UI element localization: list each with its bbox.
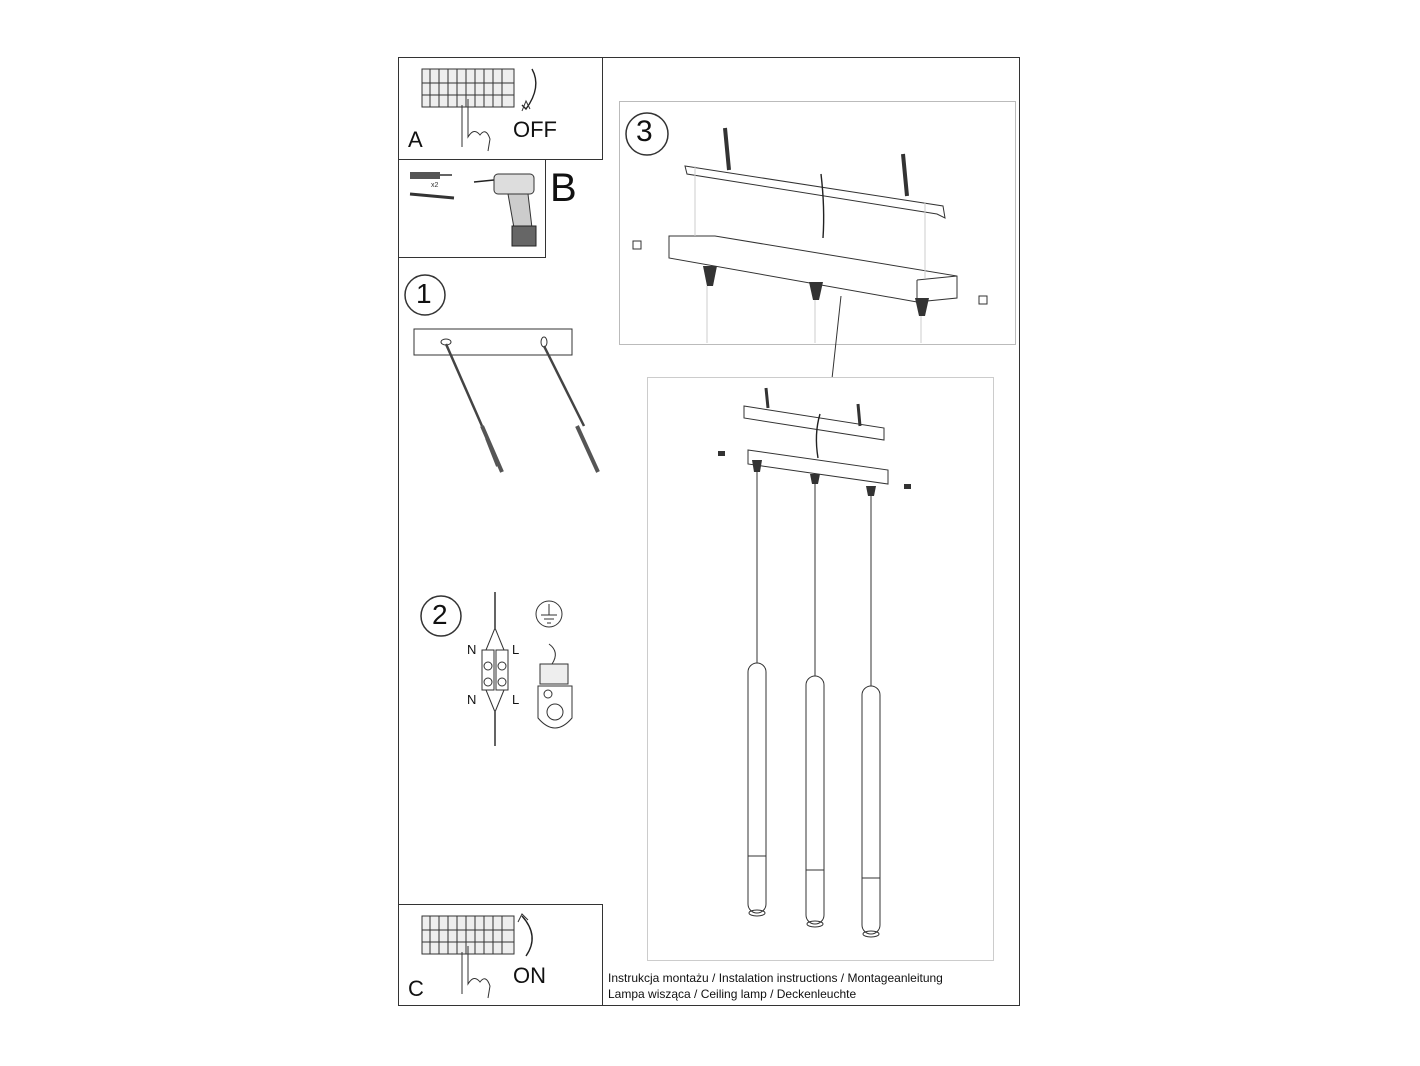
panel-a-off-label: OFF [513, 117, 557, 142]
panel-c-letter: C [408, 976, 424, 1001]
step-2-number: 2 [432, 599, 448, 630]
instruction-sheet [398, 57, 1020, 1006]
ceiling-canopy-exploded-diagram [632, 127, 988, 389]
step-3-number: 3 [636, 115, 653, 148]
panel-b-letter: B [550, 166, 577, 210]
wire-label-n-top: N [467, 642, 477, 657]
breaker-box-off-icon [421, 68, 537, 152]
step-1-number: 1 [416, 278, 432, 309]
step-1-bracket-drilling-diagram [413, 328, 600, 473]
assembled-pendant-lamp-diagram [718, 387, 911, 938]
footer-product-type: Lampa wisząca / Ceiling lamp / Deckenleu… [608, 987, 857, 1001]
step-3-ceiling-mount-panel [619, 101, 1016, 345]
panel-a-letter: A [408, 127, 423, 152]
terminal-block-wiring-diagram [481, 592, 509, 746]
wall-plug-screw-icon [409, 172, 455, 200]
step-3-circle-icon [625, 112, 669, 156]
wall-plug-count: x2 [431, 182, 439, 189]
footer-instructions-title: Instrukcja montażu / Instalation instruc… [608, 971, 943, 985]
step-1-circle-icon [404, 274, 446, 316]
panel-c-on-label: ON [513, 963, 546, 988]
breaker-box-on-icon [421, 913, 533, 999]
ground-earth-icon [535, 600, 573, 729]
wire-label-l-top: L [512, 642, 520, 657]
step-2-circle-icon [420, 595, 462, 637]
drill-icon [473, 173, 537, 247]
wire-label-n-bottom: N [467, 692, 477, 707]
wire-label-l-bottom: L [512, 692, 520, 707]
